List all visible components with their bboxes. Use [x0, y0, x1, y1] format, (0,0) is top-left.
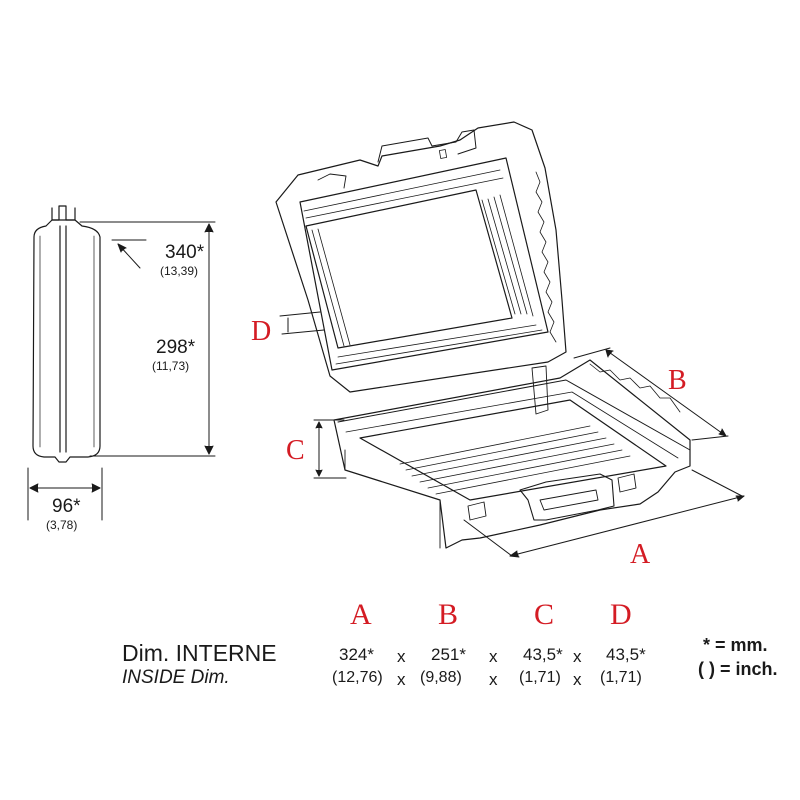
- row-label-interne: Dim. INTERNE: [122, 640, 277, 666]
- inch-value-b: (9,88): [420, 669, 462, 686]
- col-head-d: D: [610, 598, 632, 631]
- dim-340-label: 340*: [165, 242, 205, 263]
- dim-298-inch-label: (11,73): [152, 359, 190, 373]
- row-label-inside: INSIDE Dim.: [122, 667, 230, 688]
- open-case-view: [275, 121, 691, 549]
- dim-96-inch-label: (3,78): [46, 518, 78, 532]
- dim-340-inch-label: (13,39): [160, 264, 199, 278]
- col-head-b: B: [438, 598, 459, 631]
- col-head-c: C: [534, 598, 555, 631]
- dim-96-label: 96*: [52, 496, 81, 517]
- legend-mm: * = mm.: [703, 635, 768, 655]
- inch-value-d: (1,71): [600, 669, 642, 686]
- inch-value-c: (1,71): [519, 669, 561, 686]
- mm-value-d: 43,5*: [606, 645, 646, 664]
- col-head-a: A: [350, 598, 372, 631]
- side-profile-view: [32, 205, 101, 463]
- dim-298-label: 298*: [156, 337, 196, 358]
- mm-sep-3: x: [573, 647, 582, 666]
- mm-value-c: 43,5*: [523, 645, 563, 664]
- inch-sep-1: x: [397, 670, 406, 689]
- side-dimension-lines: [27, 221, 216, 521]
- case-label-c: C: [286, 435, 305, 466]
- inch-value-a: (12,76): [332, 669, 383, 686]
- mm-sep-1: x: [397, 647, 406, 666]
- inch-sep-3: x: [573, 670, 582, 689]
- inch-sep-2: x: [489, 670, 498, 689]
- case-label-d: D: [251, 316, 272, 347]
- legend-inch: ( ) = inch.: [698, 659, 778, 679]
- case-dimension-lines: [279, 311, 745, 558]
- mm-sep-2: x: [489, 647, 498, 666]
- mm-value-a: 324*: [339, 645, 374, 664]
- case-label-a: A: [630, 539, 651, 570]
- mm-value-b: 251*: [431, 645, 466, 664]
- case-label-b: B: [668, 365, 687, 396]
